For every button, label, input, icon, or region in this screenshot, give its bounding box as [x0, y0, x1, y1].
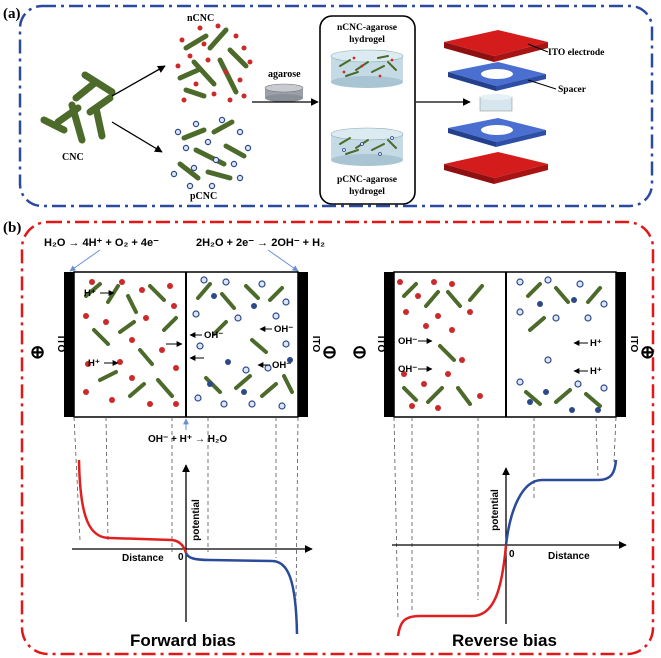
reverse-plus-terminal: ⊕ — [640, 342, 655, 362]
forward-plus-terminal: ⊕ — [30, 342, 45, 362]
n-hydrogel-label-1: nCNC-agarose — [337, 23, 397, 33]
spacer-pointer — [527, 79, 557, 90]
panel-a-border — [18, 4, 654, 208]
reverse-right-ions — [516, 276, 608, 392]
cnc-rods — [40, 71, 116, 144]
reverse-bias-title: Reverse bias — [452, 631, 557, 650]
forward-h-plus-1: H⁺ — [84, 288, 96, 299]
reverse-cell — [384, 271, 626, 418]
panel-a-label: (a) — [3, 6, 21, 22]
reverse-guides — [393, 416, 617, 619]
arrow-to-pcnc — [111, 121, 163, 153]
reverse-minus-terminal: ⊖ — [352, 342, 367, 362]
cnc-label: CNC — [62, 152, 84, 163]
ncnc-cluster — [175, 23, 253, 103]
p-hydrogel-cylinder — [330, 127, 404, 166]
panel-b-border — [20, 220, 655, 656]
eq-right-pointer — [267, 249, 299, 272]
reverse-origin: 0 — [509, 549, 515, 560]
forward-minus-terminal: ⊖ — [322, 342, 337, 362]
panel-b-label: (b) — [3, 220, 21, 236]
forward-origin: 0 — [178, 552, 184, 563]
panel-a: (a) CNC nCNC — [3, 4, 654, 208]
forward-bias-title: Forward bias — [130, 631, 236, 650]
reverse-h-plus-1: H⁺ — [590, 338, 602, 349]
reverse-curve-red — [396, 544, 508, 637]
forward-oh-3: OH⁻ — [272, 360, 291, 371]
eq-left-pointer — [69, 249, 101, 272]
p-hydrogel-label-2: hydrogel — [349, 187, 385, 197]
forward-ito-right: ITO — [310, 336, 321, 353]
panel-b: (b) H₂O → 4H⁺ + O₂ + 4e⁻ 2H₂O + 2e⁻ → 2O… — [3, 220, 655, 656]
eq-right: 2H₂O + 2e⁻ → 2OH⁻ + H₂ — [196, 237, 325, 249]
forward-curve-blue — [184, 552, 299, 635]
reverse-right-rods — [524, 282, 602, 408]
forward-h-plus-2: H⁺ — [88, 358, 100, 369]
pcnc-cluster — [170, 116, 252, 190]
reverse-ito-left: ITO — [375, 336, 386, 353]
forward-right-ions — [192, 276, 290, 410]
reverse-left-rods — [402, 282, 484, 406]
n-hydrogel-label-2: hydrogel — [349, 35, 385, 45]
forward-left-rods — [84, 282, 178, 398]
reverse-distance-label: Distance — [548, 551, 590, 562]
forward-cell — [64, 271, 308, 418]
device-stack — [444, 30, 548, 184]
ito-pointer — [527, 43, 549, 53]
forward-oh-1: OH⁻ — [204, 330, 223, 341]
reverse-right-ions-dark — [527, 297, 601, 413]
agarose-disk — [264, 83, 304, 102]
forward-distance-label: Distance — [122, 553, 164, 564]
reverse-oh-2: OH⁻ — [398, 364, 417, 375]
spacer-label: Spacer — [558, 85, 587, 95]
reverse-h-plus-2: H⁺ — [590, 366, 602, 377]
eq-junction: OH⁻ + H⁺ → H₂O — [148, 434, 227, 445]
ito-electrode-label: ITO electrode — [548, 48, 604, 58]
pcnc-label: pCNC — [190, 191, 217, 202]
forward-oh-2: OH⁻ — [274, 324, 293, 335]
forward-ito-left: ITO — [55, 336, 66, 353]
arrow-to-ncnc — [111, 65, 166, 97]
reverse-potential-label: potential — [490, 489, 501, 531]
forward-curve-red — [77, 459, 188, 554]
eq-left: H₂O → 4H⁺ + O₂ + 4e⁻ — [44, 237, 159, 249]
forward-right-ions-dark — [207, 293, 293, 395]
reverse-curve-blue — [504, 459, 618, 546]
agarose-label: agarose — [268, 69, 301, 80]
forward-potential-label: potential — [191, 499, 202, 541]
reverse-left-ions — [397, 279, 483, 411]
forward-left-ions — [83, 279, 179, 407]
n-hydrogel-cylinder — [330, 49, 404, 88]
reverse-oh-1: OH⁻ — [398, 336, 417, 347]
ncnc-label: nCNC — [187, 13, 214, 24]
forward-right-rods — [196, 282, 294, 398]
reverse-ito-right: ITO — [628, 336, 639, 353]
p-hydrogel-label-1: pCNC-agarose — [337, 175, 397, 185]
forward-guides — [73, 416, 299, 601]
